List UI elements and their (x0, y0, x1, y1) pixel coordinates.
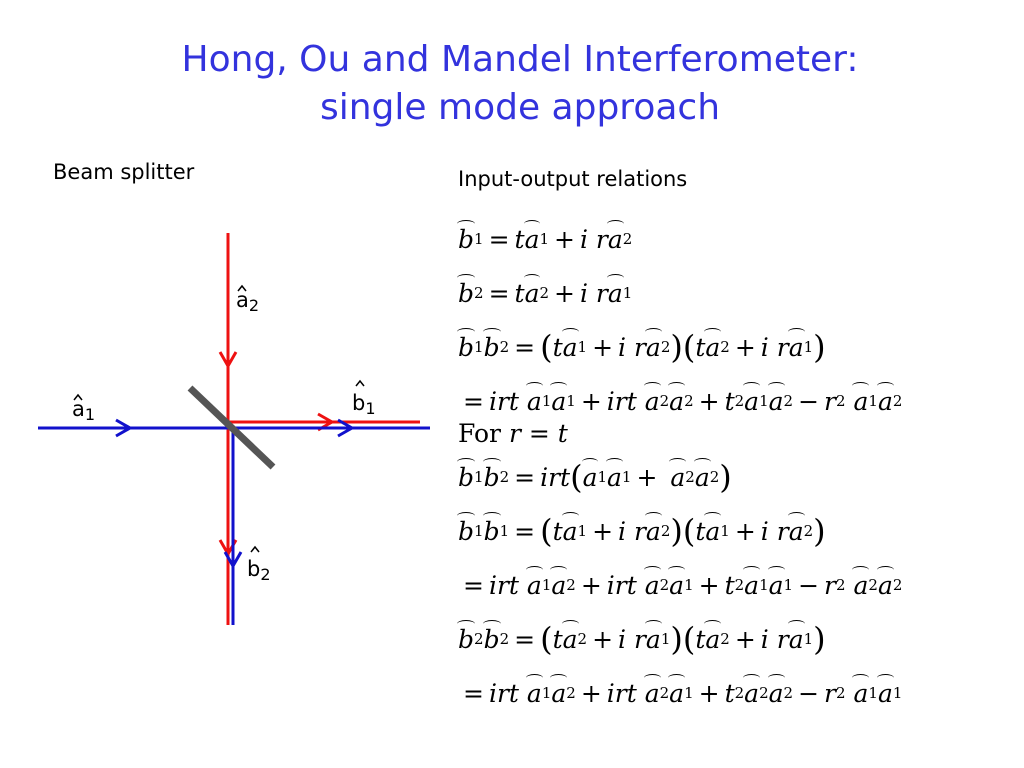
port-a2-index: 2 (249, 296, 259, 315)
for-label: For (458, 418, 501, 448)
port-label-b2: b2 (247, 545, 271, 584)
svg-text:a2: a2 (236, 288, 259, 315)
svg-text:a1: a1 (72, 397, 95, 424)
port-a2-letter: a (236, 288, 249, 312)
title-line-1: Hong, Ou and Mandel Interferometer: (181, 39, 859, 80)
port-label-a1: a1 (72, 393, 95, 424)
port-a1-letter: a (72, 397, 85, 421)
hat-icon (355, 379, 365, 387)
beam-splitter-diagram: a2 a1 b1 b2 (38, 233, 430, 625)
svg-text:b1: b1 (352, 391, 376, 418)
port-b1-index: 1 (365, 399, 375, 418)
port-b2-index: 2 (260, 565, 270, 584)
condition-text: r = t (508, 418, 568, 448)
svg-text:b2: b2 (247, 557, 271, 584)
port-a1-index: 1 (85, 405, 95, 424)
slide-title: Hong, Ou and Mandel Interferometer: sing… (0, 36, 1024, 132)
hat-icon (237, 284, 247, 292)
title-line-2: single mode approach (319, 87, 721, 128)
arrow-blue-down (223, 551, 243, 570)
port-label-a2: a2 (236, 284, 259, 315)
port-label-b1: b1 (352, 379, 376, 418)
input-output-relations-label: Input-output relations (458, 167, 688, 191)
hat-icon (73, 393, 83, 401)
condition-for-r-equals-t: For r = t (458, 416, 1018, 450)
beam-splitter-label: Beam splitter (53, 160, 195, 184)
arrow-blue-right (337, 418, 356, 438)
arrow-a1 (115, 418, 134, 438)
beam-splitter-plate (187, 385, 276, 470)
port-b2-letter: b (247, 557, 260, 581)
arrow-a2 (218, 351, 238, 370)
hat-icon (250, 545, 260, 553)
port-b1-letter: b (352, 391, 365, 415)
